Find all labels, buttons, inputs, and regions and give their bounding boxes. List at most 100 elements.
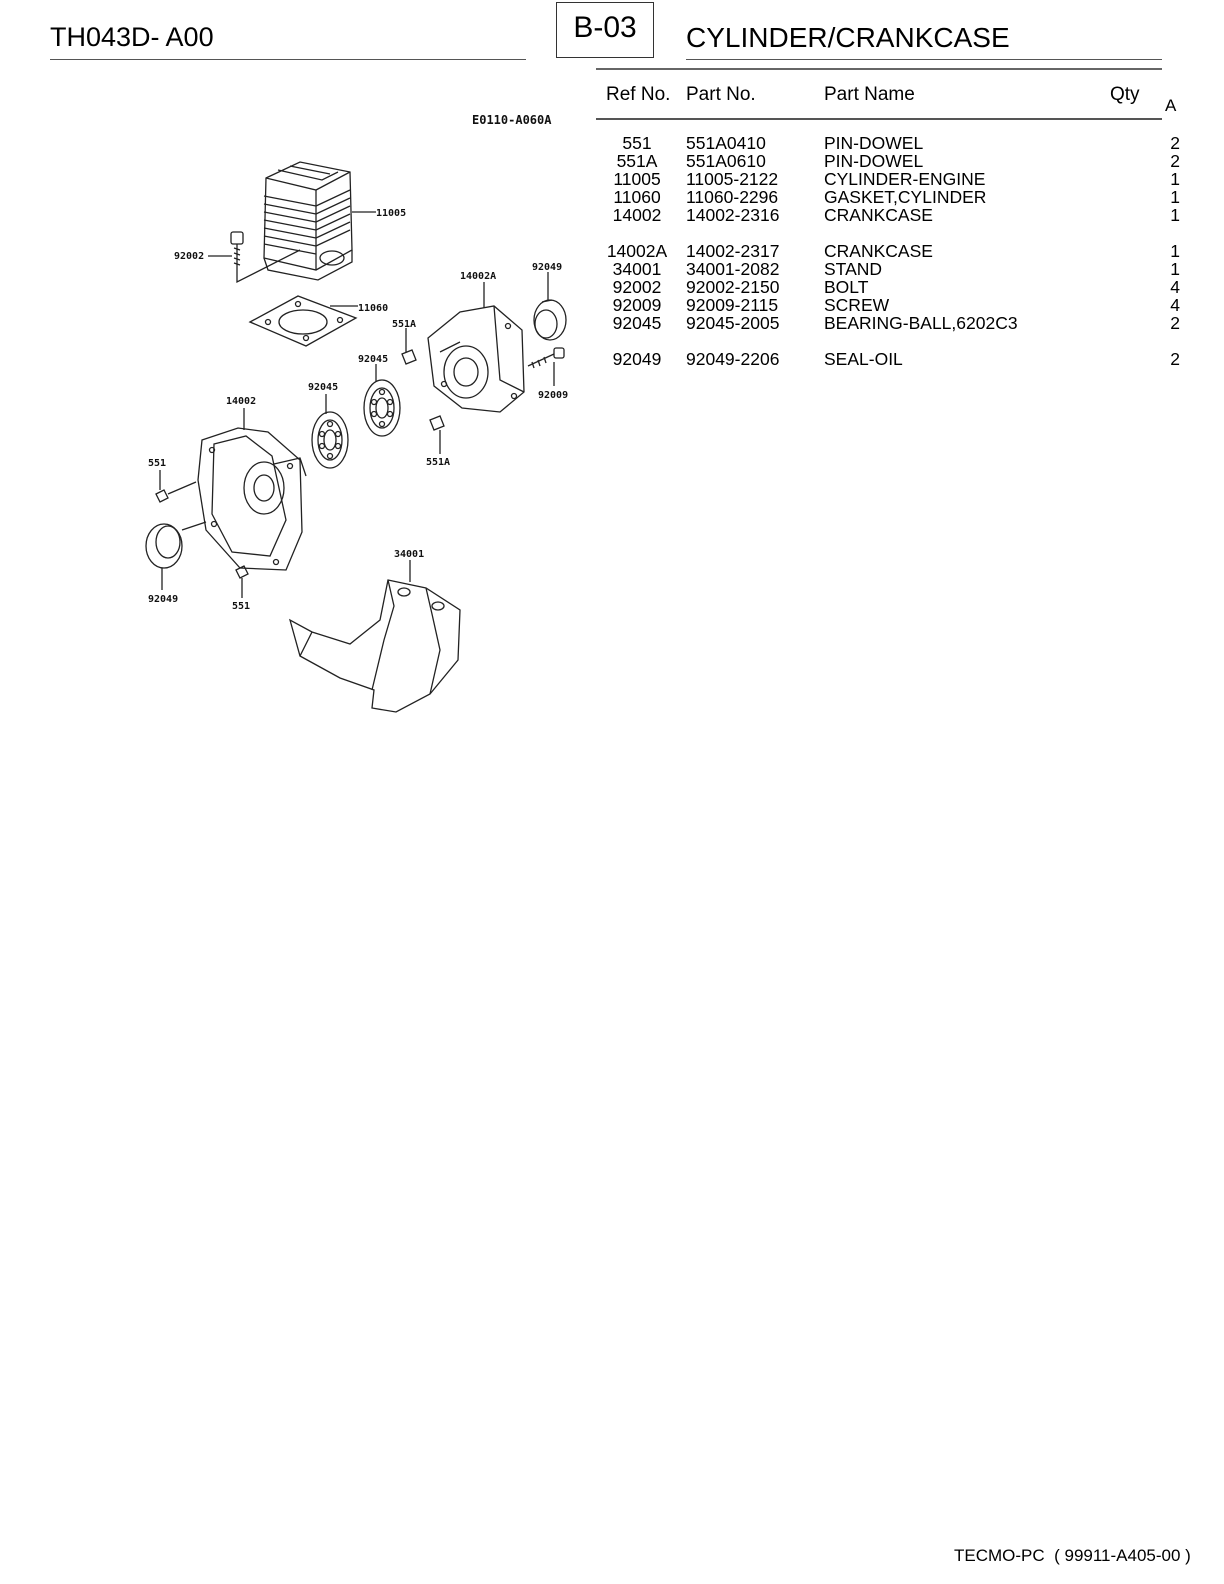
part-name: CRANKCASE [824, 241, 933, 261]
part-no: 92009-2115 [686, 295, 779, 315]
callout-14002a: 14002A [460, 271, 496, 282]
ref-no: 92049 [612, 349, 662, 369]
col-header-part: Part No. [686, 84, 756, 105]
dowel-pin-left-lower-drawing [235, 565, 249, 579]
ref-no: 14002A [606, 241, 668, 261]
table-row: 14002A 14002-2317 CRANKCASE 1 [0, 242, 1224, 260]
part-no: 92002-2150 [686, 277, 780, 297]
part-name: BOLT [824, 277, 869, 297]
callout-92049-left: 92049 [148, 594, 178, 605]
table-row: 551A 551A0610 PIN-DOWEL 2 [0, 152, 1224, 170]
part-name: SCREW [824, 295, 890, 315]
dowel-pin-lower-drawing [429, 415, 445, 431]
callout-11005: 11005 [376, 208, 406, 219]
table-row: 551 551A0410 PIN-DOWEL 2 [0, 134, 1224, 152]
gasket-drawing [248, 295, 358, 347]
ref-no: 14002 [612, 205, 662, 225]
col-header-name: Part Name [824, 84, 915, 105]
qty: 1 [1170, 169, 1180, 189]
ref-no: 34001 [612, 259, 662, 279]
callout-92002: 92002 [174, 251, 204, 262]
dowel-pin-upper-drawing [401, 349, 417, 365]
part-name: GASKET,CYLINDER [824, 187, 987, 207]
table-row: 11005 11005-2122 CYLINDER-ENGINE 1 [0, 170, 1224, 188]
qty: 4 [1170, 277, 1180, 297]
part-no: 14002-2317 [686, 241, 780, 261]
callout-11060: 11060 [358, 303, 388, 314]
page-code-box: B-03 [556, 2, 654, 58]
col-header-qty: Qty [1110, 84, 1140, 105]
part-name: PIN-DOWEL [824, 133, 924, 153]
leader-line [167, 481, 197, 495]
part-no: 551A0610 [686, 151, 766, 171]
part-name: STAND [824, 259, 883, 279]
qty: 1 [1170, 187, 1180, 207]
crankcase-half-a-drawing [427, 305, 525, 413]
header-rule-left [50, 59, 526, 60]
parts-list: 551 551A0410 PIN-DOWEL 2 551A 551A0610 P… [0, 134, 1224, 368]
table-row: 11060 11060-2296 GASKET,CYLINDER 1 [0, 188, 1224, 206]
callout-551-upper: 551 [148, 458, 166, 469]
table-top-rule [596, 68, 1162, 70]
qty: 1 [1170, 241, 1180, 261]
ref-no: 11005 [613, 169, 661, 189]
model-title: TH043D- A00 [50, 22, 214, 52]
table-row: 14002 14002-2316 CRANKCASE 1 [0, 206, 1224, 224]
part-no: 11005-2122 [686, 169, 779, 189]
callout-551a-lower: 551A [426, 457, 450, 468]
part-name: SEAL-OIL [824, 349, 903, 369]
callout-551-lower: 551 [232, 601, 250, 612]
part-name: PIN-DOWEL [824, 151, 924, 171]
oil-seal-left-drawing [145, 523, 183, 569]
crankcase-half-drawing [197, 427, 307, 571]
callout-92045-upper: 92045 [358, 354, 388, 365]
callout-34001: 34001 [394, 549, 424, 560]
exploded-parts-diagram: E0110-A060A 11005 92002 [145, 113, 568, 713]
part-no: 14002-2316 [686, 205, 780, 225]
header-rule-right [686, 59, 1162, 60]
ref-no: 92045 [612, 313, 662, 333]
footer-publication-code: TECMO-PC ( 99911-A405-00 ) [954, 1546, 1191, 1565]
ref-no: 551 [622, 133, 652, 153]
bearing-ball-upper-drawing [363, 379, 401, 437]
callout-92045-lower: 92045 [308, 382, 338, 393]
screw-drawing [527, 347, 565, 369]
ref-no: 11060 [613, 187, 661, 207]
qty: 1 [1170, 259, 1180, 279]
table-row: 92009 92009-2115 SCREW 4 [0, 296, 1224, 314]
qty: 2 [1170, 133, 1180, 153]
part-name: CYLINDER-ENGINE [824, 169, 986, 189]
ref-no: 551A [616, 151, 658, 171]
qty: 2 [1170, 349, 1180, 369]
leader-line [181, 521, 207, 531]
part-no: 11060-2296 [686, 187, 779, 207]
dowel-pin-left-upper-drawing [155, 489, 169, 503]
qty: 1 [1170, 205, 1180, 225]
callout-92049-right: 92049 [532, 262, 562, 273]
table-row: 92045 92045-2005 BEARING-BALL,6202C3 2 [0, 314, 1224, 332]
part-no: 551A0410 [686, 133, 766, 153]
col-header-variant: A [1165, 96, 1177, 115]
table-row: 92049 92049-2206 SEAL-OIL 2 [0, 350, 1224, 368]
col-header-ref: Ref No. [606, 84, 671, 105]
qty: 2 [1170, 151, 1180, 171]
section-title: CYLINDER/CRANKCASE [686, 22, 1010, 53]
cylinder-engine-drawing [263, 161, 353, 281]
table-head-rule [596, 118, 1162, 120]
table-row: 34001 34001-2082 STAND 1 [0, 260, 1224, 278]
callout-92009: 92009 [538, 390, 568, 401]
bearing-ball-lower-drawing [311, 411, 349, 469]
bolt-drawing [230, 231, 301, 284]
part-no: 92045-2005 [686, 313, 780, 333]
qty: 2 [1170, 313, 1180, 333]
stand-drawing [288, 579, 461, 713]
table-row: 92002 92002-2150 BOLT 4 [0, 278, 1224, 296]
part-name: BEARING-BALL,6202C3 [824, 313, 1018, 333]
part-no: 92049-2206 [686, 349, 780, 369]
qty: 4 [1170, 295, 1180, 315]
callout-14002: 14002 [226, 396, 256, 407]
diagram-code: E0110-A060A [472, 113, 552, 127]
part-name: CRANKCASE [824, 205, 933, 225]
callout-551a-upper: 551A [392, 319, 416, 330]
ref-no: 92002 [612, 277, 662, 297]
